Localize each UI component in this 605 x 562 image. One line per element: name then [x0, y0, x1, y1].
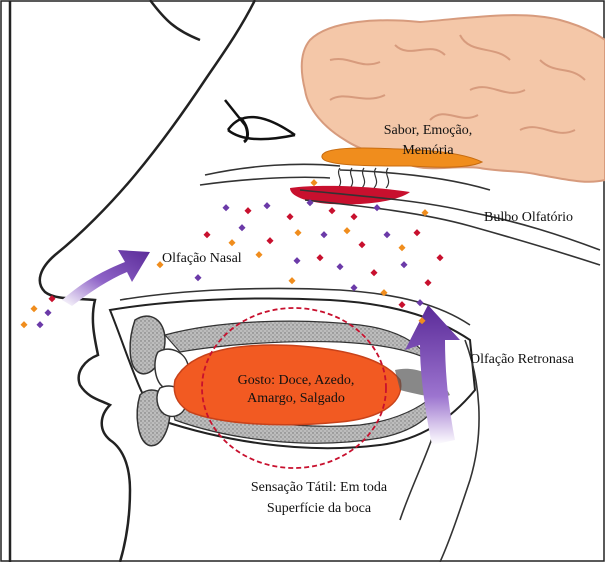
taste-label-line1: Gosto: Doce, Azedo,: [238, 373, 355, 388]
taste-label-line2: Amargo, Salgado: [247, 391, 345, 406]
eye-icon: [225, 100, 295, 142]
brain-label-line1: Sabor, Emoção,: [384, 123, 472, 138]
retronasal-label: Olfação Retronasa: [470, 352, 575, 367]
brain-label-line2: Memória: [402, 143, 454, 158]
tactile-label-line2: Superfície da boca: [267, 501, 372, 516]
bulb-label: Bulbo Olfatório: [484, 210, 573, 225]
nasal-label: Olfação Nasal: [162, 251, 242, 266]
tactile-label-line1: Sensação Tátil: Em toda: [251, 480, 388, 495]
